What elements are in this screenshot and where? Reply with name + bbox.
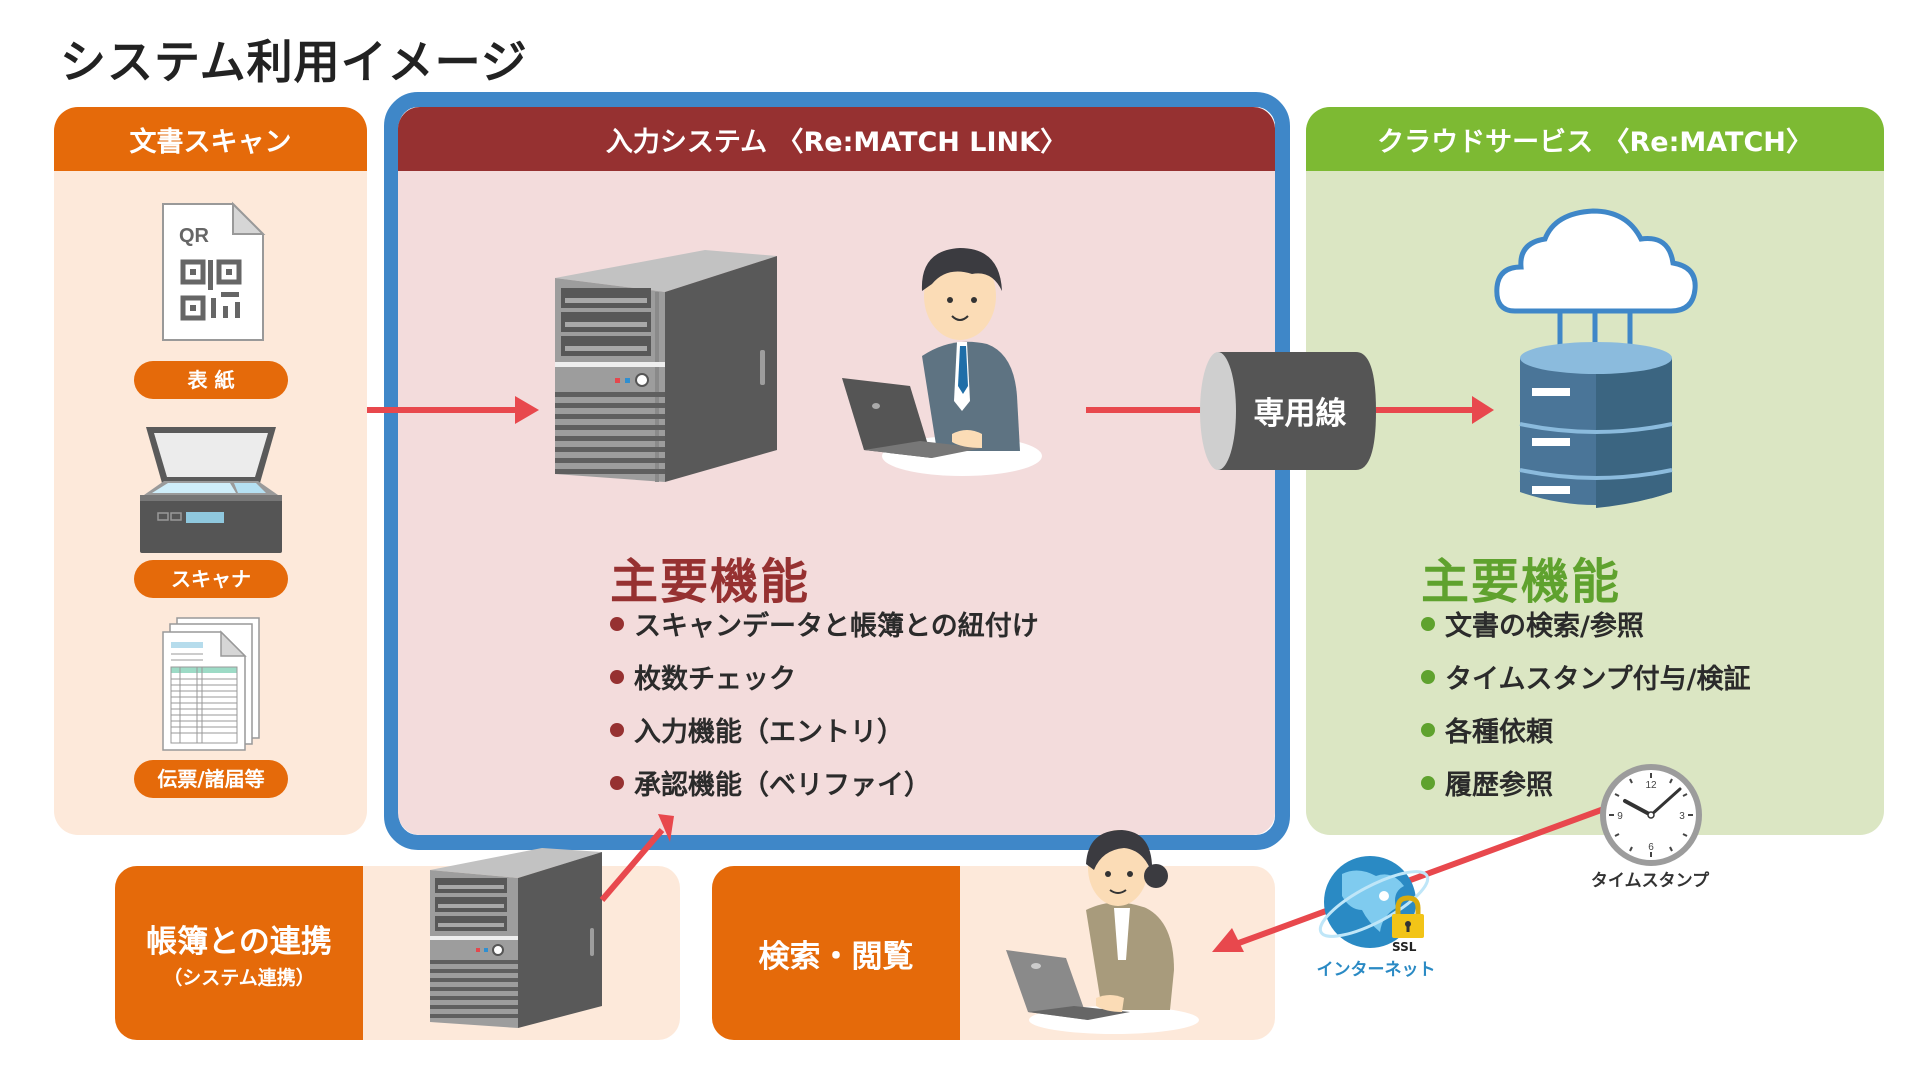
arrow-worker-to-line <box>1086 407 1216 413</box>
cloud-features-list: 文書の検索/参照 タイムスタンプ付与/検証 各種依頼 履歴参照 <box>1421 597 1751 809</box>
arrow-scan-to-server <box>367 396 539 424</box>
feature-item: 履歴参照 <box>1421 756 1751 809</box>
feature-item: 承認機能（ベリファイ） <box>610 756 1039 809</box>
leased-line-label: 専用線 <box>1253 396 1347 432</box>
clock-number-12: 12 <box>1645 780 1657 791</box>
cover-sheet-label: 表 紙 <box>134 361 288 399</box>
arrow-ledger-to-input <box>599 814 674 902</box>
cloud-features-title: 主要機能 <box>1421 554 1622 610</box>
search-browse-block: 検索・閲覧 <box>712 866 960 1040</box>
clock-number-3: 3 <box>1679 811 1685 822</box>
search-browse-title: 検索・閲覧 <box>758 938 914 975</box>
forms-label: 伝票/諸届等 <box>134 760 288 798</box>
server-tower-icon <box>430 848 602 1028</box>
bullet-icon <box>1421 722 1435 737</box>
feature-item: スキャンデータと帳簿との紐付け <box>610 597 1039 650</box>
scanner-icon <box>140 427 282 553</box>
internet-label: インターネット <box>1316 960 1436 980</box>
feature-item: 枚数チェック <box>610 650 1039 703</box>
server-tower-icon <box>555 250 777 482</box>
page-title: システム利用イメージ <box>60 35 528 89</box>
clock-number-9: 9 <box>1617 811 1623 822</box>
input-system-features-title: 主要機能 <box>610 554 811 610</box>
timestamp-label: タイムスタンプ <box>1590 871 1710 891</box>
input-system-panel: 入力システム 〈Re:MATCH LINK〉 主要機能 スキャンデータと帳簿との… <box>398 107 1275 835</box>
scan-panel-header: 文書スキャン <box>54 107 367 171</box>
arrow-internet-to-search <box>1212 803 1614 952</box>
ledger-integration-block: 帳簿との連携 （システム連携） <box>115 866 363 1040</box>
feature-item: 文書の検索/参照 <box>1421 597 1751 650</box>
cloud-icon <box>1494 208 1698 314</box>
database-icon <box>1519 312 1673 508</box>
search-browse-panel: 検索・閲覧 <box>712 866 1275 1040</box>
bullet-icon <box>610 669 624 684</box>
input-system-header: 入力システム 〈Re:MATCH LINK〉 <box>398 107 1275 171</box>
leased-line-icon <box>1200 352 1376 470</box>
arrow-line-to-cloud <box>1376 396 1494 424</box>
bullet-icon <box>1421 616 1435 631</box>
female-worker-icon <box>1006 830 1199 1034</box>
ledger-integration-subtitle: （システム連携） <box>163 967 315 989</box>
input-system-features-list: スキャンデータと帳簿との紐付け 枚数チェック 入力機能（エントリ） 承認機能（ベ… <box>610 597 1039 809</box>
bullet-icon <box>610 775 624 790</box>
feature-item: 各種依頼 <box>1421 703 1751 756</box>
bullet-icon <box>1421 775 1435 790</box>
qr-document-icon: QR <box>162 201 266 341</box>
scanner-label: スキャナ <box>134 560 288 598</box>
qr-label: QR <box>179 225 210 247</box>
bullet-icon <box>610 722 624 737</box>
ssl-lock-icon <box>1392 895 1424 938</box>
bullet-icon <box>610 616 624 631</box>
feature-item: 入力機能（エントリ） <box>610 703 1039 756</box>
bullet-icon <box>1421 669 1435 684</box>
forms-stack-icon <box>162 617 260 751</box>
cloud-service-header: クラウドサービス 〈Re:MATCH〉 <box>1306 107 1884 171</box>
scan-panel: 文書スキャン QR 表 紙 スキャナ <box>54 107 367 835</box>
clock-number-6: 6 <box>1648 842 1654 853</box>
ssl-badge: SSL <box>1392 940 1417 954</box>
male-worker-icon <box>842 248 1042 476</box>
timestamp-clock-icon: 12 3 6 9 <box>1600 764 1702 866</box>
ledger-integration-title: 帳簿との連携 <box>146 924 332 960</box>
feature-item: タイムスタンプ付与/検証 <box>1421 650 1751 703</box>
